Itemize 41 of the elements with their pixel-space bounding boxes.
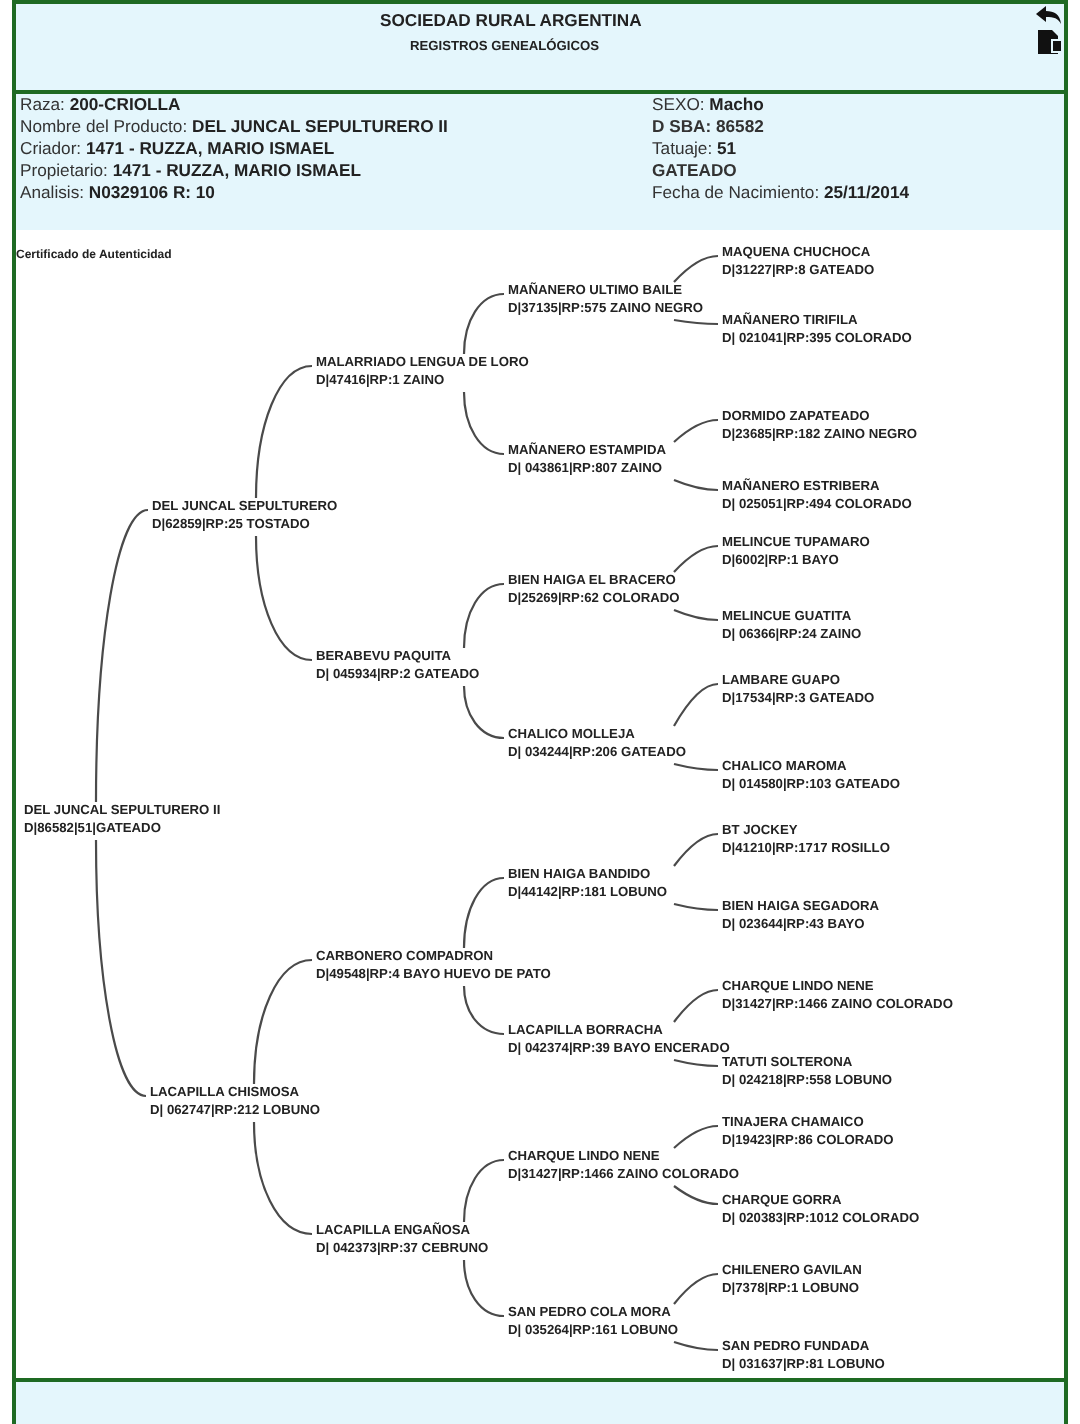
pedigree-line [673,478,719,492]
pedigree-line [462,876,505,949]
pedigree-line [673,1340,718,1352]
info-field: SEXO: Macho [652,94,764,114]
info-field: Tatuaje: 51 [652,138,737,158]
info-field: Fecha de Nacimiento: 25/11/2014 [652,182,910,202]
pedigree-line [252,1121,313,1236]
pedigree-line [673,1185,719,1206]
info-field: Raza: 200-CRIOLLA [20,94,181,114]
pedigree-line [673,318,718,326]
pedigree-line [673,1272,719,1305]
info-field: Criador: 1471 - RUZZA, MARIO ISMAEL [20,138,335,158]
pedigree-line [673,608,719,622]
pedigree-line [673,682,719,727]
pedigree-line [254,364,313,499]
pedigree-line [462,1158,505,1223]
info-field: Analisis: N0329106 R: 10 [20,182,215,202]
pedigree-line [462,985,505,1036]
pedigree-line [673,544,719,573]
pedigree-line [252,958,313,1085]
pedigree-line [462,292,505,355]
pedigree-line [673,254,719,283]
pedigree-line [254,535,313,662]
pedigree-line [673,418,719,443]
pedigree-line [673,1124,719,1149]
pedigree-line [462,685,505,740]
pedigree-line [673,1058,718,1068]
pedigree-line [94,508,149,802]
pedigree-line [673,762,718,772]
pedigree-line [673,902,718,912]
page-title: SOCIEDAD RURAL ARGENTINA [380,10,642,30]
pedigree-line [462,582,505,649]
pedigree-line [462,1259,505,1318]
info-field: Propietario: 1471 - RUZZA, MARIO ISMAEL [20,160,361,180]
info-field: GATEADO [652,160,737,180]
pedigree-line [94,840,147,1098]
info-field: Nombre del Producto: DEL JUNCAL SEPULTURERO II [20,116,448,136]
pedigree-line [673,832,719,867]
pedigree-line [462,391,505,456]
pedigree-line [673,988,719,1023]
info-field: D SBA: 86582 [652,116,764,136]
